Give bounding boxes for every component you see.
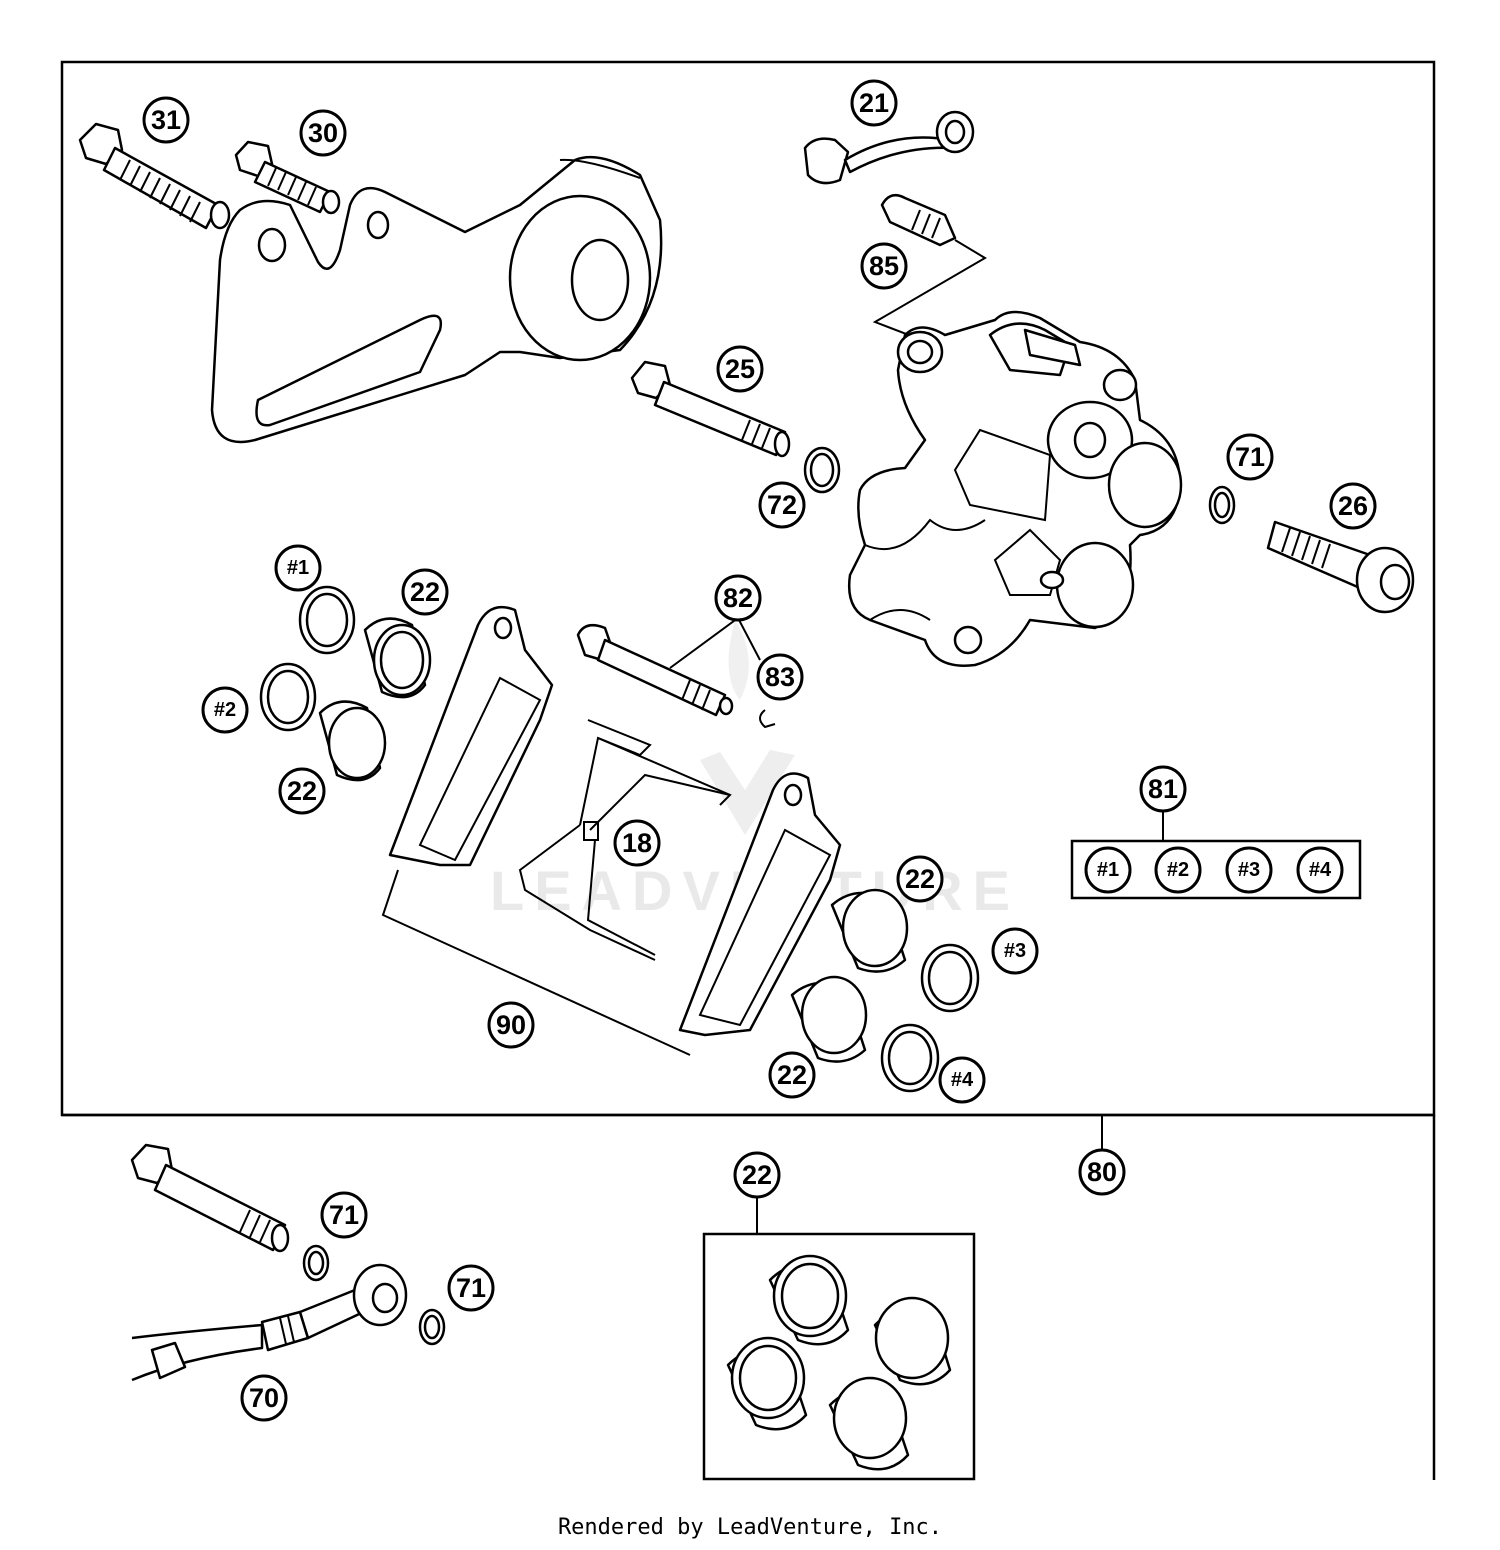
svg-text:22: 22 xyxy=(410,577,440,607)
brake-pad-inner xyxy=(388,605,554,867)
callout-71-lower-a: 71 xyxy=(320,1191,368,1239)
callout-22-upper-left: 22 xyxy=(401,568,449,616)
slide-pin-25 xyxy=(630,360,791,458)
svg-text:18: 18 xyxy=(622,828,652,858)
callout-82: 82 xyxy=(714,574,762,622)
kit-81-seal-2: #2 xyxy=(1154,846,1202,894)
callout-81: 81 xyxy=(1139,765,1187,813)
callout-71-upper: 71 xyxy=(1226,433,1274,481)
seal-3-inner xyxy=(927,950,973,1006)
callout-22-upper-right: 22 xyxy=(896,855,944,903)
pad-pin-82 xyxy=(576,623,734,717)
svg-text:#4: #4 xyxy=(1309,859,1332,881)
kit-piston-d xyxy=(828,1376,910,1471)
footer-credit: Rendered by LeadVenture, Inc. xyxy=(557,1515,943,1540)
brake-pad-outer xyxy=(678,772,842,1037)
svg-text:71: 71 xyxy=(1235,442,1265,472)
washer-71-lower-b-inner xyxy=(423,1314,441,1340)
piston-22-upper-left xyxy=(363,617,432,699)
pad-spring-18 xyxy=(518,719,732,961)
svg-text:25: 25 xyxy=(725,354,755,384)
svg-text:83: 83 xyxy=(765,662,795,692)
seal-1-inner xyxy=(305,592,349,648)
seal-kit-box-81 xyxy=(1070,839,1362,900)
brake-hose-70 xyxy=(131,1263,408,1382)
kit-81-seal-4: #4 xyxy=(1296,846,1344,894)
svg-text:#3: #3 xyxy=(1238,859,1260,881)
bolt-26 xyxy=(1266,520,1415,614)
callout-22-lower-right: 22 xyxy=(768,1051,816,1099)
svg-text:70: 70 xyxy=(249,1383,279,1413)
bleeder-cap-21 xyxy=(803,110,975,185)
callout-80: 80 xyxy=(1078,1148,1126,1196)
svg-text:81: 81 xyxy=(1148,774,1178,804)
svg-text:80: 80 xyxy=(1087,1157,1117,1187)
svg-text:#2: #2 xyxy=(1167,859,1189,881)
washer-72-inner xyxy=(809,452,835,488)
svg-text:71: 71 xyxy=(456,1273,486,1303)
piston-22-upper-right xyxy=(830,888,909,973)
svg-text:22: 22 xyxy=(742,1160,772,1190)
callout-31: 31 xyxy=(142,96,190,144)
svg-text:22: 22 xyxy=(905,864,935,894)
svg-text:#1: #1 xyxy=(287,557,309,579)
washer-71-upper-inner xyxy=(1213,491,1231,519)
leader-90 xyxy=(381,869,691,1056)
kit-piston-a xyxy=(768,1254,850,1346)
callout-30: 30 xyxy=(299,109,347,157)
caliper-body xyxy=(847,310,1183,667)
svg-text:21: 21 xyxy=(859,88,889,118)
callout-21: 21 xyxy=(850,79,898,127)
piston-22-lower-right xyxy=(790,975,868,1063)
callout-seal-3: #3 xyxy=(991,927,1039,975)
svg-text:26: 26 xyxy=(1338,491,1368,521)
kit-81-seal-3: #3 xyxy=(1225,846,1273,894)
svg-text:30: 30 xyxy=(308,118,338,148)
kit-piston-b xyxy=(873,1296,952,1386)
seal-4-inner xyxy=(887,1030,933,1086)
callout-seal-4: #4 xyxy=(938,1056,986,1104)
svg-text:90: 90 xyxy=(496,1010,526,1040)
svg-text:#2: #2 xyxy=(214,699,236,721)
washer-71-lower-a-inner xyxy=(307,1250,325,1276)
callout-90: 90 xyxy=(487,1001,535,1049)
seal-2-inner xyxy=(266,669,310,725)
callout-22-kit: 22 xyxy=(733,1151,781,1199)
bolt-30 xyxy=(234,140,341,215)
svg-text:#1: #1 xyxy=(1097,859,1119,881)
svg-text:72: 72 xyxy=(767,490,797,520)
callout-70: 70 xyxy=(240,1374,288,1422)
callout-22-lower-left: 22 xyxy=(278,767,326,815)
svg-text:71: 71 xyxy=(329,1200,359,1230)
svg-text:82: 82 xyxy=(723,583,753,613)
callout-26: 26 xyxy=(1329,482,1377,530)
svg-text:85: 85 xyxy=(869,251,899,281)
kit-piston-c xyxy=(726,1336,808,1431)
banjo-bolt xyxy=(130,1143,290,1253)
svg-text:22: 22 xyxy=(777,1060,807,1090)
callout-seal-2: #2 xyxy=(201,686,249,734)
svg-text:#4: #4 xyxy=(951,1069,974,1091)
bleeder-valve-85 xyxy=(872,193,987,346)
clip-83 xyxy=(759,709,776,729)
callout-72: 72 xyxy=(758,481,806,529)
svg-text:#3: #3 xyxy=(1004,940,1026,962)
callout-83: 83 xyxy=(756,653,804,701)
kit-81-seal-1: #1 xyxy=(1084,846,1132,894)
piston-kit-box-22 xyxy=(702,1232,976,1481)
callout-25: 25 xyxy=(716,345,764,393)
svg-text:31: 31 xyxy=(151,105,181,135)
piston-22-lower-left xyxy=(318,700,387,782)
svg-text:22: 22 xyxy=(287,776,317,806)
callout-71-lower-b: 71 xyxy=(447,1264,495,1312)
bolt-31 xyxy=(78,122,231,230)
callout-85: 85 xyxy=(860,242,908,290)
callout-seal-1: #1 xyxy=(274,544,322,592)
caliper-bracket xyxy=(210,155,663,444)
callout-18: 18 xyxy=(613,819,661,867)
